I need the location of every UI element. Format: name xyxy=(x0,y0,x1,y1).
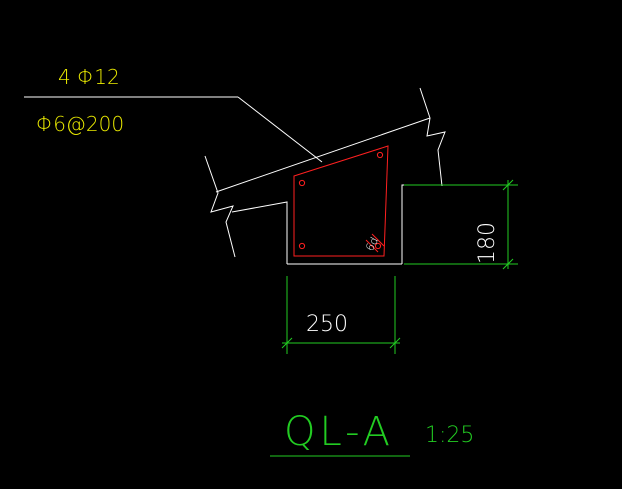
width-tick-right xyxy=(389,337,401,349)
height-dimension xyxy=(404,179,518,270)
stirrup-hook-2 xyxy=(371,233,385,247)
beam-right-edge xyxy=(401,184,440,264)
left-break-line xyxy=(204,155,236,258)
main-bar-bottom-right xyxy=(374,242,382,250)
section-title: QL-A xyxy=(284,409,394,455)
rebar-leader xyxy=(24,96,323,163)
rebar-stirrup-label: Φ6@200 xyxy=(36,112,124,136)
stirrup-hook-1 xyxy=(365,239,379,253)
width-dim-label: 250 xyxy=(306,312,348,337)
rebar-cage xyxy=(293,145,389,257)
height-tick-bottom xyxy=(502,258,514,270)
right-break-line xyxy=(419,87,446,187)
main-bar-bottom-left xyxy=(298,242,306,250)
beam-section-outline xyxy=(204,87,446,265)
stirrup xyxy=(293,145,389,257)
main-bar-top-left xyxy=(298,179,306,187)
leader-diagonal xyxy=(237,96,323,163)
main-bar-top-right xyxy=(376,151,384,159)
rebar-main-label: 4 Φ12 xyxy=(58,65,120,89)
height-dim-label: 180 xyxy=(475,222,500,264)
stirrup-hook-label: 6d xyxy=(363,235,381,253)
height-tick-top xyxy=(502,179,514,191)
scale-label: 1:25 xyxy=(425,423,474,448)
slab-underside-left xyxy=(231,201,288,264)
slab-top-edge xyxy=(215,117,431,193)
width-dimension xyxy=(281,276,401,354)
width-tick-left xyxy=(281,337,293,349)
